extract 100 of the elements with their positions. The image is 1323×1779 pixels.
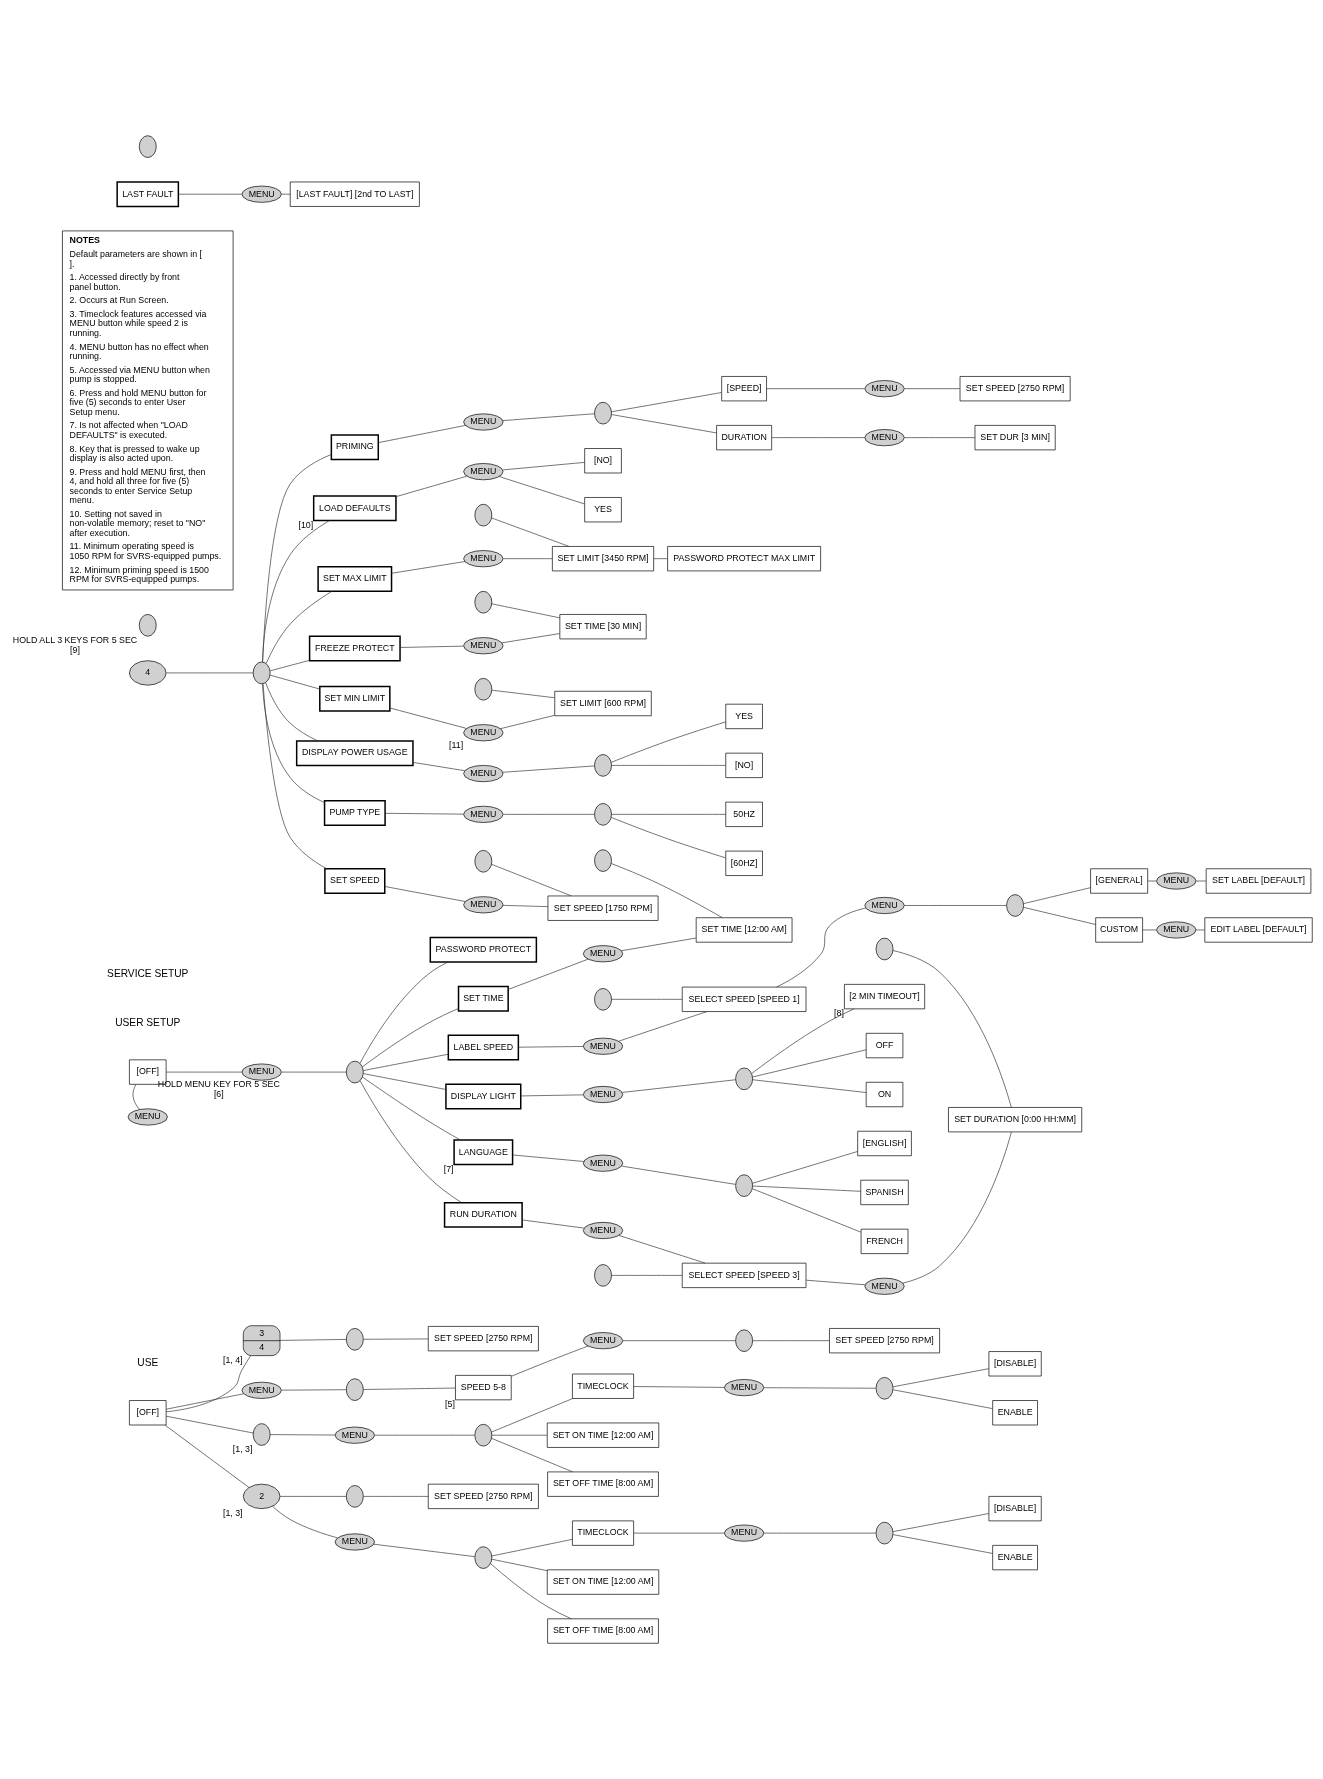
connector bbox=[491, 1434, 548, 1436]
connector bbox=[507, 958, 589, 990]
node-box: [NO] bbox=[584, 448, 622, 474]
node-ellipse: MENU bbox=[1156, 921, 1197, 939]
connector bbox=[178, 193, 243, 195]
connector bbox=[269, 1434, 336, 1436]
connector bbox=[165, 1393, 244, 1410]
node-box: OFF bbox=[865, 1033, 904, 1059]
node-box: [2 MIN TIMEOUT] bbox=[844, 984, 925, 1010]
connector bbox=[363, 1387, 456, 1390]
node-ellipse: MENU bbox=[241, 1381, 282, 1399]
node-box: SET MIN LIMIT bbox=[319, 685, 391, 712]
connector bbox=[653, 558, 668, 559]
node-ellipse: MENU bbox=[241, 1063, 282, 1081]
node-button bbox=[1006, 894, 1024, 917]
node-button bbox=[594, 1264, 612, 1287]
connector bbox=[611, 999, 683, 1000]
connector bbox=[752, 1151, 858, 1184]
node-ellipse: MENU bbox=[241, 185, 282, 203]
connector bbox=[395, 475, 468, 497]
connector bbox=[633, 1532, 725, 1534]
node-box: SET OFF TIME [8:00 AM] bbox=[547, 1618, 659, 1644]
connector bbox=[502, 413, 595, 421]
node-ellipse: MENU bbox=[463, 637, 504, 655]
node-box: TIMECLOCK bbox=[572, 1520, 634, 1546]
connector bbox=[165, 672, 254, 674]
node-box: SET SPEED bbox=[324, 868, 386, 894]
connector bbox=[1195, 880, 1207, 882]
connector bbox=[491, 1398, 573, 1433]
node-ellipse: MENU bbox=[582, 945, 624, 963]
connector bbox=[132, 1084, 140, 1110]
connector bbox=[776, 907, 866, 988]
node-ellipse: MENU bbox=[463, 765, 504, 783]
connector bbox=[502, 765, 595, 773]
connector bbox=[281, 193, 291, 195]
node-ellipse: MENU bbox=[1156, 872, 1197, 890]
connector bbox=[511, 1345, 589, 1377]
node-box: SET SPEED [1750 RPM] bbox=[547, 895, 659, 921]
label: USE bbox=[137, 1357, 159, 1369]
node-button bbox=[875, 1377, 894, 1400]
node-box: YES bbox=[584, 497, 622, 523]
node-label: [8] bbox=[834, 1007, 844, 1018]
node-button bbox=[594, 849, 612, 872]
node-ellipse: MENU bbox=[463, 550, 504, 568]
connector bbox=[1023, 907, 1096, 925]
node-box: EDIT LABEL [DEFAULT] bbox=[1204, 917, 1313, 943]
node-box: YES bbox=[725, 703, 763, 729]
node-box: TIMECLOCK bbox=[572, 1373, 634, 1399]
node-label: [10] bbox=[298, 519, 314, 530]
node-button bbox=[252, 661, 271, 685]
connector bbox=[902, 1131, 1012, 1284]
connector bbox=[805, 1279, 866, 1286]
connector bbox=[164, 1424, 250, 1488]
connector bbox=[389, 707, 467, 729]
node-button bbox=[474, 1546, 493, 1569]
node-box: ON bbox=[865, 1081, 904, 1108]
node-ellipse: 2 bbox=[242, 1483, 281, 1509]
node-ellipse: MENU bbox=[463, 724, 504, 742]
connector bbox=[763, 1387, 877, 1389]
connector bbox=[491, 517, 570, 547]
node-box: PRIMING bbox=[330, 434, 380, 461]
connector bbox=[903, 905, 1007, 906]
node-button bbox=[474, 1424, 493, 1447]
connector bbox=[518, 1046, 584, 1048]
connector bbox=[763, 1532, 877, 1534]
node-box: SET TIME [30 MIN] bbox=[559, 614, 647, 640]
node-box: [DISABLE] bbox=[988, 1351, 1042, 1377]
connector bbox=[766, 388, 865, 389]
connector bbox=[611, 814, 726, 815]
connector bbox=[498, 476, 585, 505]
node-ellipse: MENU bbox=[463, 896, 504, 914]
label: USER SETUP bbox=[115, 1016, 181, 1028]
node-box: NOTES Default parameters are shown in [ ]. 1. Accessed directly by front panel button. 2. Occurs at Run Screen. 3. Timeclock features accessed via MENU button while speed 2 is running. 4. MENU button has no effect when running. 5. Accessed via MENU button when pump is stopped. 6. Press and hold MENU button for five (5) seconds to enter User Setup menu. 7. Is not affected when "LOAD DEFAULTS" is executed. 8. Key that is pressed to wake up display is also acted upon. 9. Press and hold MENU first, then 4, and hold all three for five (5) seconds to enter Service Setup menu. 10. Setting not saved in non-volatile memory; reset to "NO" after execution. 11. Minimum operating speed is 1050 RPM for SVRS-equipped pumps. 12. Minimum priming speed is 1500 RPM for SVRS-equipped pumps. bbox=[62, 230, 234, 591]
node-button bbox=[138, 614, 157, 637]
connector bbox=[1142, 929, 1157, 931]
connector bbox=[490, 1563, 572, 1620]
node-ellipse: MENU bbox=[864, 380, 905, 398]
node-button bbox=[474, 678, 493, 701]
connector bbox=[500, 714, 555, 730]
node-box: LOAD DEFAULTS bbox=[312, 495, 397, 522]
node-ellipse: MENU bbox=[463, 805, 504, 823]
connector bbox=[362, 1053, 449, 1071]
node-box: SET DURATION [0:00 HH:MM] bbox=[948, 1107, 1083, 1133]
node-label: [11] bbox=[449, 739, 464, 750]
node-button bbox=[474, 503, 493, 527]
connector bbox=[165, 1071, 243, 1073]
node-box: [SPEED] bbox=[721, 376, 767, 402]
connector bbox=[611, 392, 722, 413]
label: SERVICE SETUP bbox=[107, 967, 189, 979]
node-ellipse: MENU bbox=[864, 1277, 905, 1295]
connector bbox=[262, 520, 330, 663]
connector bbox=[892, 1368, 990, 1388]
connector bbox=[618, 1011, 708, 1042]
node-box: PASSWORD PROTECT MAX LIMIT bbox=[667, 546, 821, 572]
connector bbox=[363, 1338, 429, 1340]
connector bbox=[892, 1389, 993, 1409]
node-button bbox=[594, 988, 612, 1011]
node-ellipse: MENU bbox=[582, 1222, 624, 1239]
node-box: [ENGLISH] bbox=[857, 1130, 912, 1157]
connector bbox=[621, 937, 697, 952]
